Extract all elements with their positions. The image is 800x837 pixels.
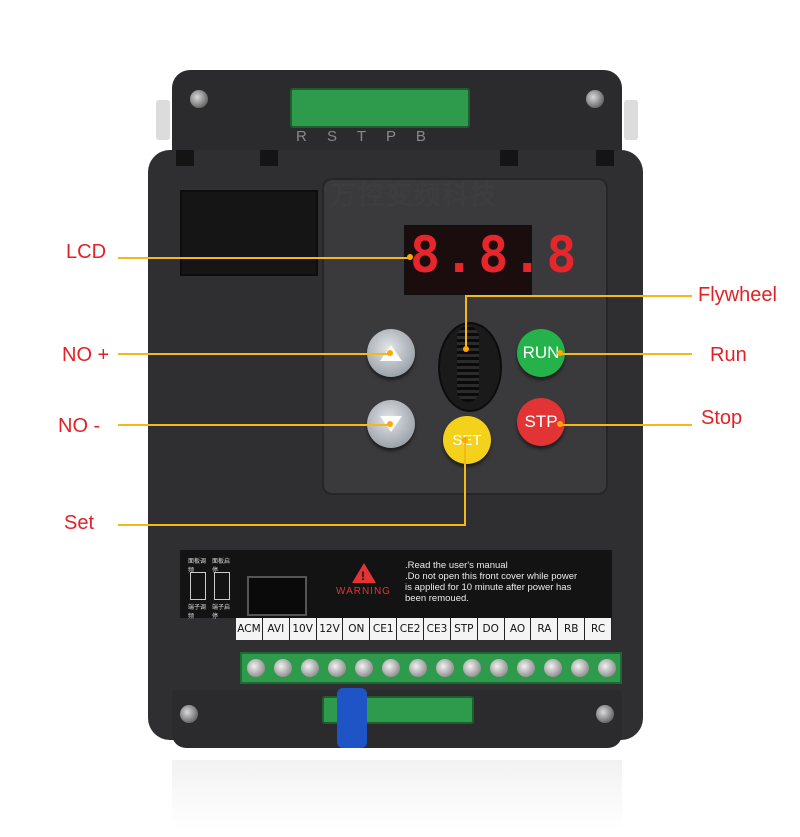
- terminal-label: RB: [558, 618, 586, 640]
- terminal-label: AO: [505, 618, 532, 640]
- wire-ferrule: [337, 688, 367, 748]
- vent-slot: [596, 150, 614, 166]
- terminal-screw-icon: [273, 659, 292, 677]
- dip-label: 面板启停: [212, 559, 231, 574]
- leader-dot: [463, 346, 469, 352]
- leader-line: [465, 295, 467, 349]
- dip-label: 端子启停: [212, 605, 231, 620]
- terminal-screw-icon: [462, 659, 481, 677]
- warning-line: .Read the user's manual: [405, 560, 508, 571]
- warning-triangle-icon: [352, 563, 376, 583]
- terminal-screw-icon: [516, 659, 535, 677]
- terminal-screw-icon: [435, 659, 454, 677]
- heatsink-fin: [624, 100, 638, 140]
- dip-switch[interactable]: [214, 572, 230, 600]
- warning-label: WARNING: [336, 586, 391, 597]
- vent-slot: [500, 150, 518, 166]
- leader-dot: [462, 437, 468, 443]
- power-terminal-labels: R S T P B: [296, 128, 434, 145]
- leader-dot: [557, 421, 563, 427]
- dip-switch[interactable]: [190, 572, 206, 600]
- control-terminal-block: [240, 652, 622, 684]
- terminal-label: RA: [531, 618, 559, 640]
- terminal-screw-icon: [489, 659, 508, 677]
- terminal-label: RC: [585, 618, 613, 640]
- heatsink-fin: [156, 100, 170, 140]
- warning-line: been remoued.: [405, 593, 469, 604]
- lcd-window: [180, 190, 318, 276]
- leader-dot: [387, 421, 393, 427]
- terminal-screw-icon: [300, 659, 319, 677]
- terminal-screw-icon: [327, 659, 346, 677]
- dip-label: 端子调频: [188, 605, 207, 620]
- dip-switch-block[interactable]: 面板调频 面板启停 端子调频 端子启停: [188, 556, 233, 620]
- callout-no-plus: NO +: [62, 344, 110, 366]
- terminal-screw-icon: [381, 659, 400, 677]
- leader-dot: [407, 254, 413, 260]
- led-digits: 8.8.8: [410, 226, 581, 284]
- warning-line: .Do not open this front cover while powe…: [405, 571, 578, 582]
- callout-run: Run: [710, 344, 747, 366]
- terminal-label: 12V: [317, 618, 344, 640]
- leader-line: [118, 524, 466, 526]
- power-terminal-block: [290, 88, 470, 128]
- terminal-label: CE3: [424, 618, 451, 640]
- terminal-label: ON: [343, 618, 371, 640]
- callout-set: Set: [64, 512, 95, 534]
- terminal-screw-icon: [354, 659, 373, 677]
- warning-text: .Read the user's manual .Do not open thi…: [405, 560, 610, 604]
- terminal-label: ACM: [236, 618, 263, 640]
- control-terminal-labels: ACM AVI 10V 12V ON CE1 CE2 CE3 STP DO AO…: [236, 618, 613, 640]
- dip-label: 面板调频: [188, 559, 207, 574]
- leader-line: [118, 353, 388, 355]
- leader-line: [560, 353, 692, 355]
- terminal-label: DO: [478, 618, 505, 640]
- terminal-label: 10V: [290, 618, 317, 640]
- leader-line: [560, 424, 692, 426]
- terminal-screw-icon: [570, 659, 589, 677]
- screw-icon: [586, 90, 604, 108]
- vent-slot: [260, 150, 278, 166]
- leader-line: [466, 295, 692, 297]
- leader-line: [118, 257, 410, 259]
- flywheel-knob[interactable]: [457, 326, 479, 402]
- leader-line: [118, 424, 388, 426]
- screw-icon: [180, 705, 198, 723]
- terminal-label: AVI: [263, 618, 290, 640]
- vent-slot: [176, 150, 194, 166]
- terminal-label: STP: [451, 618, 478, 640]
- callout-flywheel: Flywheel: [698, 284, 777, 306]
- leader-dot: [557, 350, 563, 356]
- terminal-label: CE2: [397, 618, 425, 640]
- warning-line: is applied for 10 minute after power has: [405, 582, 572, 593]
- callout-lcd: LCD: [66, 241, 107, 263]
- reflection: [172, 760, 622, 830]
- leader-line: [464, 440, 466, 526]
- exclamation-icon: !: [361, 569, 365, 583]
- watermark-text: 万控变频科技: [330, 180, 499, 210]
- leader-dot: [387, 350, 393, 356]
- terminal-screw-icon: [597, 659, 616, 677]
- terminal-label: CE1: [370, 618, 398, 640]
- led-display: [404, 225, 532, 295]
- terminal-screw-icon: [246, 659, 265, 677]
- screw-icon: [596, 705, 614, 723]
- callout-stop: Stop: [701, 407, 743, 429]
- terminal-screw-icon: [408, 659, 427, 677]
- keypad-connector: [247, 576, 307, 616]
- callout-no-minus: NO -: [58, 415, 101, 437]
- screw-icon: [190, 90, 208, 108]
- terminal-screw-icon: [543, 659, 562, 677]
